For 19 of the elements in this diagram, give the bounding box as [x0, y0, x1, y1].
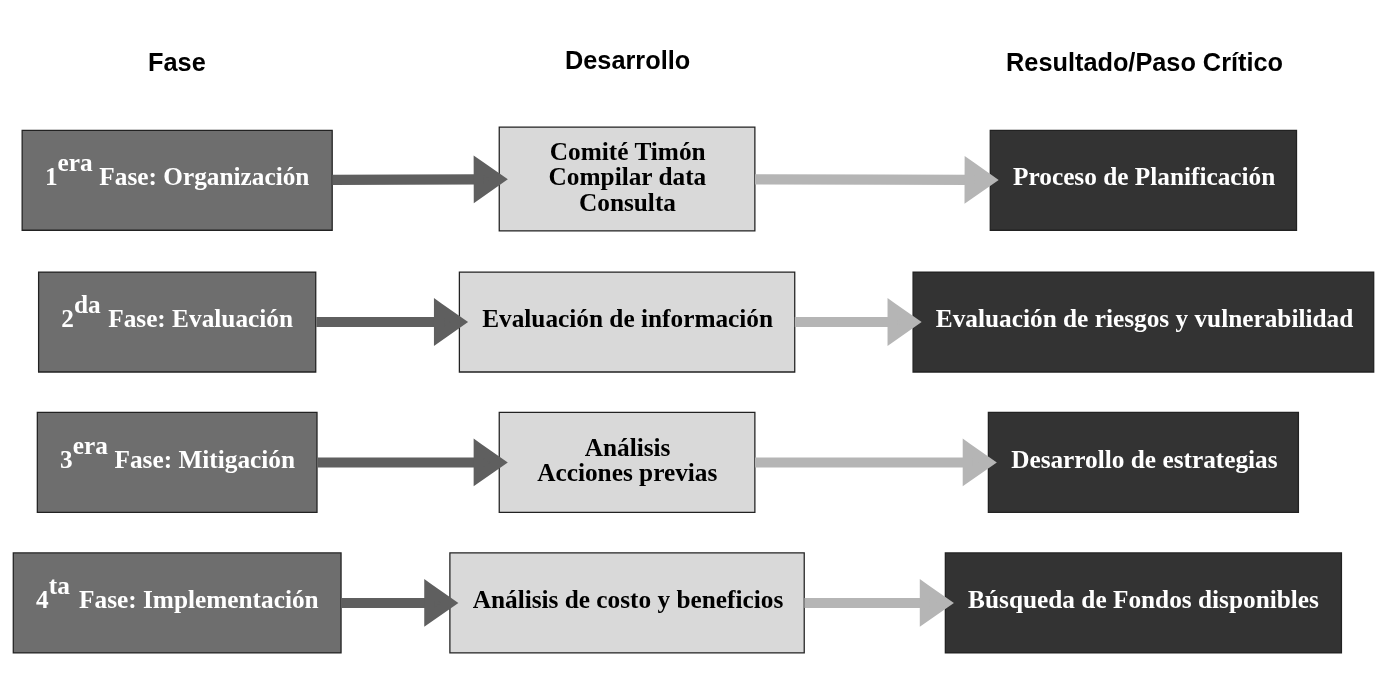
node-box: Búsqueda de Fondos disponibles [944, 552, 1343, 654]
label: Resultado/Paso Crítico [1006, 48, 1283, 77]
label: Desarrollo [565, 45, 691, 74]
node-box: Análisis Acciones previas [498, 411, 756, 514]
arrow [794, 298, 922, 346]
arrow [755, 438, 997, 487]
label: Fase [148, 48, 206, 77]
node-box: Proceso de Planificación [989, 129, 1298, 231]
arrow [316, 298, 469, 346]
node-box: Análisis de costo y beneficios [449, 552, 805, 654]
node-box: Evaluación de información [458, 271, 796, 373]
arrow [755, 155, 999, 204]
arrow [317, 438, 508, 487]
arrow [804, 579, 954, 627]
node-box: Desarrollo de estrategias [987, 411, 1300, 514]
arrow [332, 155, 508, 204]
node-box: Comité Timón Compilar data Consulta [498, 126, 756, 232]
arrow [341, 579, 459, 627]
node-box: Evaluación de riesgos y vulnerabilidad [912, 271, 1375, 373]
